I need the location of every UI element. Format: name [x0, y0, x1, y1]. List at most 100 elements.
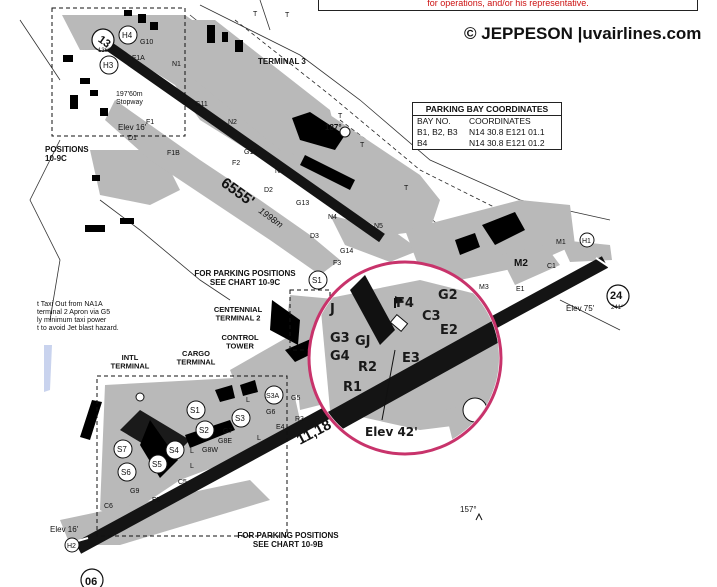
coord-cell: N14 30.8 E121 01.2 — [469, 138, 545, 148]
taxiway-label: C1 — [547, 263, 556, 270]
taxiway-label: L — [190, 448, 194, 455]
bearing-187: 187° — [325, 123, 342, 132]
parking-bay-table: PARKING BAY COORDINATES BAY NO. COORDINA… — [412, 102, 562, 150]
zoom-taxiway-label: G2 — [438, 288, 458, 303]
taxiway-label: M1 — [556, 239, 566, 246]
zoom-taxiway-label: G3 — [330, 331, 350, 346]
helipads: H4 H3 H1 H2 — [64, 25, 595, 553]
taxiway-label: G9 — [130, 488, 139, 495]
taxiway-label: F2 — [232, 160, 240, 167]
taxiway-label: N2 — [228, 119, 237, 126]
col-coord: COORDINATES — [469, 116, 531, 126]
taxiway-label: L — [190, 463, 194, 470]
stands — [113, 270, 328, 482]
taxiway-label: G12 — [244, 149, 257, 156]
taxiway-label: G8E — [218, 438, 232, 445]
taxiway-label: F1B — [167, 150, 180, 157]
col-bay: BAY NO. — [417, 116, 451, 126]
taxiway-label: R3 — [295, 416, 304, 423]
taxiway-label: C5 — [178, 479, 187, 486]
zoom-taxiway-label: G4 — [330, 349, 350, 364]
bearing-157: 157° — [460, 505, 477, 514]
taxiway-label: G7 — [223, 428, 232, 435]
taxiway-label: T — [253, 11, 258, 18]
threshold-24: 24 241° — [606, 284, 630, 311]
zoom-taxiway-label: R1 — [343, 380, 362, 395]
taxiway-label-m2: M2 — [514, 258, 528, 269]
bay-cell: B1, B2, B3 — [417, 127, 458, 137]
stand-S1: S1 — [190, 406, 200, 415]
taxiway-label: G11 — [195, 101, 208, 108]
taxiway-label: G5 — [291, 395, 300, 402]
taxiway-label: M3 — [479, 284, 489, 291]
terminal-3-label: TERMINAL 3 — [258, 57, 306, 66]
stand-S7: S7 — [117, 445, 127, 454]
top-note: for operations, and/or his representativ… — [318, 0, 698, 11]
elev-75: Elev 75' — [566, 304, 595, 313]
taxiway-label: F3 — [333, 260, 341, 267]
taxiway-label: T — [360, 142, 365, 149]
north-arrow-icon — [475, 512, 483, 521]
rwy-06-label: 06 — [85, 576, 97, 587]
stand-S5: S5 — [152, 460, 162, 469]
taxiway-label: D3 — [310, 233, 319, 240]
taxiway-label: G13 — [296, 200, 309, 207]
taxiway-label: N5 — [374, 223, 383, 230]
taxiway-label: F1A — [132, 55, 145, 62]
stand-S3: S3 — [235, 414, 245, 423]
stand-S3A: S3A — [266, 393, 280, 400]
bay-cell: B4 — [417, 138, 428, 148]
threshold-13: 13 136° — [91, 28, 115, 54]
taxiway-label: G10 — [140, 39, 153, 46]
zoom-taxiway-label: C3 — [422, 309, 441, 324]
taxiway-label: C6 — [104, 503, 113, 510]
taxiway-label: T — [338, 113, 343, 120]
parking-row: B1, B2, B3 N14 30.8 E121 01.1 — [413, 127, 561, 138]
rwy-13-hdg: 136° — [98, 48, 111, 54]
parking-table-header: BAY NO. COORDINATES — [413, 116, 561, 127]
taxiway-label: D2 — [264, 187, 273, 194]
taxiway-label: G14 — [340, 248, 353, 255]
taxiway-label: N1 — [172, 61, 181, 68]
taxiway-label: L — [257, 435, 261, 442]
taxiway-label: E1 — [516, 286, 525, 293]
taxiway-label: G8W — [202, 447, 218, 454]
runway-13-31 — [97, 35, 385, 243]
parking-table-title: PARKING BAY COORDINATES — [413, 103, 561, 116]
zoom-taxiway-label: R2 — [358, 360, 377, 375]
zoom-taxiway-label: GJ — [355, 334, 371, 349]
taxiway-label: N4 — [328, 214, 337, 221]
stand-S2: S2 — [199, 426, 209, 435]
threshold-06: 06 — [80, 568, 104, 587]
rwy-24-label: 24 — [610, 290, 623, 302]
taxiway-label: T — [285, 12, 290, 19]
spot-H3: H3 — [103, 61, 114, 70]
spot-H4: H4 — [122, 31, 133, 40]
coord-cell: N14 30.8 E121 01.1 — [469, 127, 545, 137]
taxiway-label: L — [246, 397, 250, 404]
watermark: © JEPPESON |uvairlines.com — [464, 24, 702, 43]
elev-16-top: Elev 16' — [118, 123, 147, 132]
zoom-taxiway-label: E2 — [440, 323, 458, 338]
zoom-taxiway-label: J — [329, 302, 335, 317]
taxiway-label: T — [404, 185, 409, 192]
taxiway-label: N3 — [275, 168, 284, 175]
taxiway-label: F1 — [146, 119, 154, 126]
zoom-taxiway-label: F4 — [396, 296, 414, 311]
taxiway-labels: G10F1AN1F1D1G11N2F1BF2G12N3D2G13D3N4N5G1… — [104, 11, 566, 510]
pavement — [60, 15, 612, 545]
spot-H1: H1 — [582, 238, 591, 245]
beacon-icon-2 — [339, 126, 351, 138]
elev-16-bottom: Elev 16' — [50, 525, 79, 534]
taxiway-label: E5 — [152, 497, 161, 504]
stand-S1-upper: S1 — [312, 276, 322, 285]
